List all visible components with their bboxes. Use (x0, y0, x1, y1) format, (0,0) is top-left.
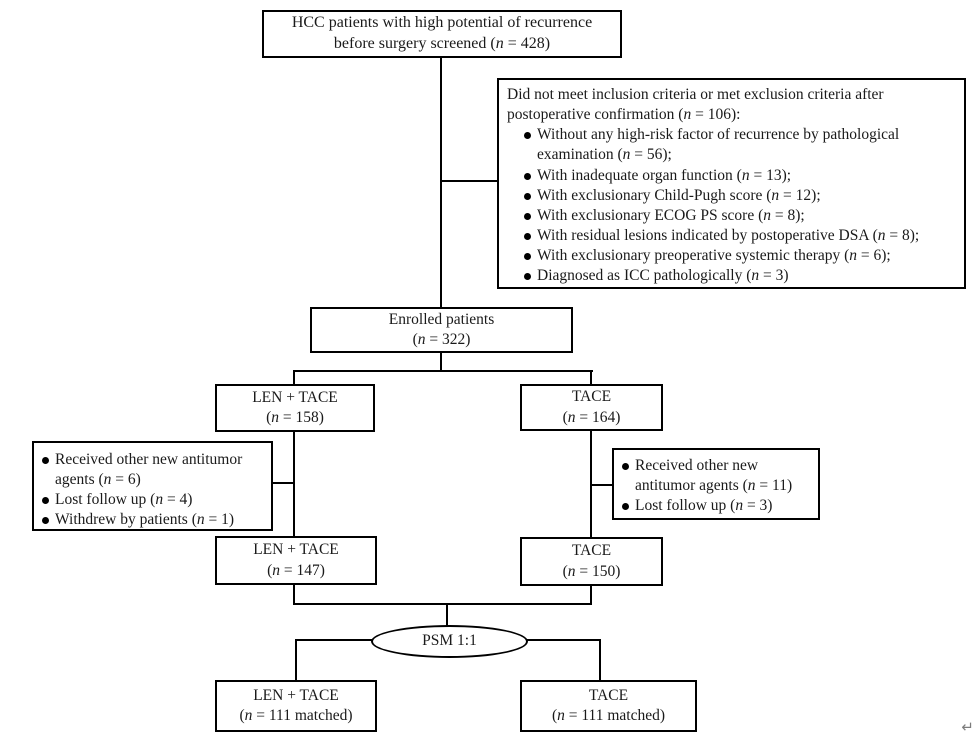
list-item: Without any high-risk factor of recurren… (524, 125, 956, 165)
len-tace-matched-line2: (n = 111 matched) (239, 707, 353, 724)
len-tace-initial-box: LEN + TACE (n = 158) (215, 384, 375, 432)
bullet-icon (524, 132, 531, 140)
connector-merge-horizontal (293, 603, 592, 605)
exclusion-bullet: Without any high-risk factor of recurren… (537, 126, 900, 164)
bullet-icon (622, 503, 629, 511)
exclusion-title: Did not meet inclusion criteria or met e… (507, 86, 884, 124)
len-tace-completed-line1: LEN + TACE (253, 541, 339, 559)
connector-branch-horizontal (293, 370, 593, 372)
exclusion-bullet-list: Without any high-risk factor of recurren… (524, 125, 956, 286)
tace-matched-box: TACE (n = 111 matched) (520, 680, 697, 732)
enrolled-line1: Enrolled patients (388, 310, 495, 328)
len-tace-completed-box: LEN + TACE (n = 147) (215, 536, 377, 585)
enrolled-box: Enrolled patients (n = 322) (310, 307, 573, 353)
connector-psm-right (527, 639, 601, 641)
bullet-icon (524, 273, 531, 281)
dropout-right-box: Received other new antitumor agents (n =… (612, 448, 820, 520)
connector-psm-left-down (295, 640, 297, 680)
list-item: With exclusionary preoperative systemic … (524, 246, 956, 266)
dropout-left-box: Received other new antitumor agents (n =… (32, 441, 273, 531)
bullet-icon (524, 192, 531, 200)
exclusion-box: Did not meet inclusion criteria or met e… (497, 78, 966, 289)
connector-to-psm (446, 604, 448, 626)
list-item: Lost follow up (n = 3) (622, 496, 814, 516)
list-item: Withdrew by patients (n = 1) (42, 510, 267, 530)
list-item: Received other new antitumor agents (n =… (622, 456, 814, 496)
len-tace-matched-line1: LEN + TACE (253, 686, 339, 704)
connector-branch-left-down (293, 371, 295, 385)
tace-initial-box: TACE (n = 164) (520, 384, 663, 431)
bullet-icon (42, 457, 49, 464)
connector-enrolled-down (440, 353, 442, 372)
tace-initial-line1: TACE (571, 388, 612, 406)
enrolled-line2: (n = 322) (412, 331, 471, 348)
tace-completed-box: TACE (n = 150) (520, 537, 663, 586)
psm-ellipse: PSM 1:1 (371, 625, 528, 658)
list-item: With exclusionary ECOG PS score (n = 8); (524, 206, 956, 226)
bullet-icon (524, 172, 531, 180)
len-tace-initial-line1: LEN + TACE (252, 388, 338, 406)
screened-line1: HCC patients with high potential of recu… (291, 14, 593, 32)
list-item: With inadequate organ function (n = 13); (524, 166, 956, 186)
connector-to-exclusion-box (441, 180, 498, 182)
len-tace-matched-box: LEN + TACE (n = 111 matched) (215, 680, 377, 732)
dropout-right-bullet: Received other new antitumor agents (n =… (635, 457, 793, 495)
connector-right-merge-down (590, 586, 592, 605)
exclusion-bullet: With inadequate organ function (n = 13); (537, 166, 792, 184)
connector-screened-to-enrolled (440, 58, 442, 308)
bullet-icon (622, 463, 629, 470)
psm-label: PSM 1:1 (422, 632, 477, 650)
bullet-icon (42, 497, 49, 505)
exclusion-bullet: With exclusionary ECOG PS score (n = 8); (537, 206, 805, 224)
len-tace-initial-line2: (n = 158) (266, 409, 324, 426)
list-item: With exclusionary Child-Pugh score (n = … (524, 186, 956, 206)
screened-line2: before surgery screened (n = 428) (333, 35, 551, 52)
list-item: With residual lesions indicated by posto… (524, 226, 956, 246)
connector-psm-right-down (599, 640, 601, 680)
connector-right-dropout (591, 484, 613, 486)
return-mark-icon: ↵ (961, 718, 974, 736)
tace-completed-line1: TACE (571, 542, 612, 560)
bullet-icon (524, 253, 531, 261)
exclusion-bullet: Diagnosed as ICC pathologically (n = 3) (537, 267, 789, 285)
list-item: Received other new antitumor agents (n =… (42, 450, 267, 490)
list-item: Diagnosed as ICC pathologically (n = 3) (524, 266, 956, 286)
tace-completed-line2: (n = 150) (562, 562, 621, 580)
bullet-icon (42, 517, 49, 525)
connector-left-merge-down (293, 584, 295, 605)
dropout-left-bullet: Withdrew by patients (n = 1) (55, 511, 235, 529)
len-tace-completed-line2: (n = 147) (267, 561, 325, 579)
exclusion-bullet: With exclusionary Child-Pugh score (n = … (537, 186, 821, 204)
exclusion-bullet: With residual lesions indicated by posto… (537, 226, 920, 244)
connector-left-arm (293, 432, 295, 537)
tace-initial-line2: (n = 164) (562, 408, 621, 426)
bullet-icon (524, 212, 531, 220)
tace-matched-line1: TACE (588, 686, 629, 704)
connector-left-dropout (273, 482, 294, 484)
screened-box: HCC patients with high potential of recu… (262, 10, 622, 58)
exclusion-bullet: With exclusionary preoperative systemic … (537, 247, 891, 265)
dropout-left-bullet: Lost follow up (n = 4) (55, 491, 193, 509)
dropout-right-bullet: Lost follow up (n = 3) (635, 497, 773, 515)
list-item: Lost follow up (n = 4) (42, 490, 267, 510)
tace-matched-line2: (n = 111 matched) (551, 707, 666, 724)
bullet-icon (524, 232, 531, 240)
connector-branch-right-down (590, 371, 592, 385)
connector-psm-left (295, 639, 372, 641)
dropout-left-bullet: Received other new antitumor agents (n =… (55, 451, 243, 489)
